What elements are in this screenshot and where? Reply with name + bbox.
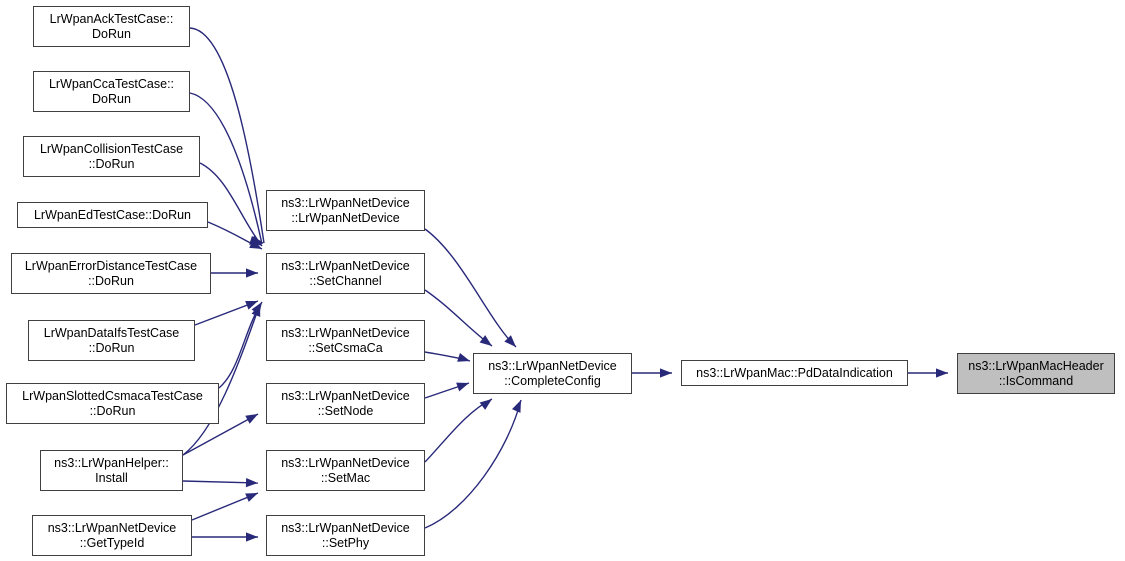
graph-node-gettypeid[interactable]: ns3::LrWpanNetDevice ::GetTypeId: [32, 515, 192, 556]
graph-node-setphy[interactable]: ns3::LrWpanNetDevice ::SetPhy: [266, 515, 425, 556]
graph-node-errordistance[interactable]: LrWpanErrorDistanceTestCase ::DoRun: [11, 253, 211, 294]
graph-node-label: LrWpanAckTestCase:: DoRun: [49, 11, 174, 41]
edge-setmac-to-completeconfig: [424, 398, 493, 463]
arrowhead-cca-to-setchannel: [249, 235, 262, 245]
edge-setphy-to-completeconfig: [424, 399, 522, 529]
edge-setchannel-to-completeconfig: [424, 289, 493, 347]
graph-node-completeconfig[interactable]: ns3::LrWpanNetDevice ::CompleteConfig: [473, 353, 632, 394]
graph-node-label: ns3::LrWpanNetDevice ::SetNode: [281, 388, 410, 418]
arrowhead-ed-to-setchannel: [249, 239, 262, 249]
graph-node-helperinstall[interactable]: ns3::LrWpanHelper:: Install: [40, 450, 183, 491]
graph-node-label: ns3::LrWpanNetDevice ::SetPhy: [281, 520, 410, 550]
arrowhead-gettypeid-to-setphy: [246, 532, 258, 542]
graph-node-label: ns3::LrWpanNetDevice ::GetTypeId: [47, 520, 177, 550]
arrowhead-helperinstall-to-setnode: [245, 414, 258, 424]
edge-gettypeid-to-setmac: [191, 492, 259, 521]
graph-node-label: LrWpanSlottedCsmacaTestCase ::DoRun: [22, 388, 203, 418]
arrowhead-setchannel-to-completeconfig: [479, 335, 492, 346]
graph-node-setnode[interactable]: ns3::LrWpanNetDevice ::SetNode: [266, 383, 425, 424]
graph-node-label: ns3::LrWpanNetDevice ::SetMac: [281, 455, 410, 485]
graph-node-cca[interactable]: LrWpanCcaTestCase:: DoRun: [33, 71, 190, 112]
graph-node-label: LrWpanCollisionTestCase ::DoRun: [39, 141, 184, 171]
arrowhead-slottedcsmaca-to-setchannel: [251, 302, 262, 315]
arrowhead-ctor-to-completeconfig: [504, 335, 516, 347]
arrowhead-dataifs-to-setchannel: [245, 301, 258, 310]
graph-node-label: ns3::LrWpanMacHeader ::IsCommand: [968, 358, 1104, 388]
graph-node-slottedcsmaca[interactable]: LrWpanSlottedCsmacaTestCase ::DoRun: [6, 383, 219, 424]
arrowhead-errordistance-to-setchannel: [246, 268, 258, 278]
graph-node-ctor[interactable]: ns3::LrWpanNetDevice ::LrWpanNetDevice: [266, 190, 425, 231]
edge-helperinstall-to-setmac: [182, 480, 259, 484]
graph-node-label: LrWpanEdTestCase::DoRun: [33, 207, 192, 222]
arrowhead-pddataindication-to-iscommand: [936, 368, 948, 378]
arrowhead-completeconfig-to-pddataindication: [660, 368, 672, 378]
graph-node-label: ns3::LrWpanNetDevice ::SetCsmaCa: [281, 325, 410, 355]
arrowhead-helperinstall-to-setmac: [245, 478, 258, 488]
graph-node-label: LrWpanCcaTestCase:: DoRun: [48, 76, 175, 106]
edge-collision-to-setchannel: [199, 162, 263, 247]
graph-node-label: ns3::LrWpanNetDevice ::CompleteConfig: [488, 358, 617, 388]
graph-node-label: LrWpanDataIfsTestCase ::DoRun: [43, 325, 180, 355]
edge-setnode-to-completeconfig: [424, 382, 470, 399]
graph-node-label: ns3::LrWpanMac::PdDataIndication: [696, 365, 893, 380]
graph-node-setchannel[interactable]: ns3::LrWpanNetDevice ::SetChannel: [266, 253, 425, 294]
edge-dataifs-to-setchannel: [194, 300, 259, 326]
graph-node-collision[interactable]: LrWpanCollisionTestCase ::DoRun: [23, 136, 200, 177]
arrowhead-ack-to-setchannel: [251, 236, 264, 246]
arrowhead-setphy-to-completeconfig: [511, 400, 521, 413]
graph-node-dataifs[interactable]: LrWpanDataIfsTestCase ::DoRun: [28, 320, 195, 361]
arrowhead-setnode-to-completeconfig: [456, 382, 469, 392]
graph-node-ed[interactable]: LrWpanEdTestCase::DoRun: [17, 202, 208, 228]
arrowhead-setmac-to-completeconfig: [479, 399, 492, 410]
graph-node-pddataindication[interactable]: ns3::LrWpanMac::PdDataIndication: [681, 360, 908, 386]
graph-node-setcsmaca[interactable]: ns3::LrWpanNetDevice ::SetCsmaCa: [266, 320, 425, 361]
arrowhead-helperinstall-to-setchannel: [251, 304, 261, 317]
edge-slottedcsmaca-to-setchannel: [218, 301, 263, 389]
graph-node-iscommand[interactable]: ns3::LrWpanMacHeader ::IsCommand: [957, 353, 1115, 394]
arrowhead-collision-to-setchannel: [249, 235, 262, 246]
arrowhead-gettypeid-to-setmac: [245, 493, 258, 502]
graph-node-ack[interactable]: LrWpanAckTestCase:: DoRun: [33, 6, 190, 47]
edge-ctor-to-completeconfig: [424, 228, 517, 348]
graph-node-label: LrWpanErrorDistanceTestCase ::DoRun: [24, 258, 198, 288]
arrowhead-setcsmaca-to-completeconfig: [457, 352, 470, 362]
edge-ed-to-setchannel: [207, 221, 263, 250]
graph-node-setmac[interactable]: ns3::LrWpanNetDevice ::SetMac: [266, 450, 425, 491]
edge-setcsmaca-to-completeconfig: [424, 351, 471, 362]
graph-node-label: ns3::LrWpanNetDevice ::SetChannel: [281, 258, 410, 288]
graph-node-label: ns3::LrWpanHelper:: Install: [54, 455, 169, 485]
graph-node-label: ns3::LrWpanNetDevice ::LrWpanNetDevice: [281, 195, 410, 225]
